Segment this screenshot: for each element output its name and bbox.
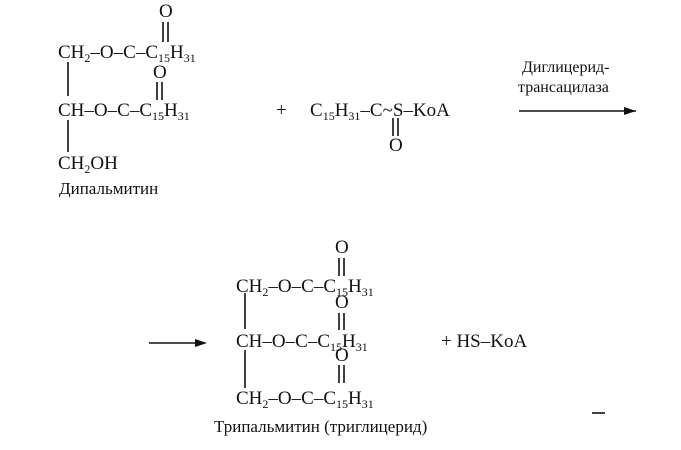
product-coa: + HS–KoA bbox=[441, 331, 528, 352]
reaction-arrowhead bbox=[624, 107, 636, 115]
reactant1-carbonyl-o-1: O bbox=[159, 1, 173, 22]
product-row2: CH–O–C–C15H31 bbox=[236, 331, 368, 354]
plus-sign-1: + bbox=[276, 100, 287, 121]
continuation-arrowhead bbox=[195, 339, 207, 347]
product-row1: CH2–O–C–C15H31 bbox=[236, 276, 374, 299]
product-carbonyl-o-1: O bbox=[335, 237, 349, 258]
enzyme-label-line1: Диглицерид- bbox=[522, 59, 610, 76]
reactant2-formula: C15H31–C~S–KoA bbox=[310, 100, 450, 123]
reactant1-row3: CH2OH bbox=[58, 153, 118, 176]
enzyme-label-line2: трансацилаза bbox=[518, 79, 609, 96]
reactant1-row2: CH–O–C–C15H31 bbox=[58, 100, 190, 123]
reactant1-name: Дипальмитин bbox=[59, 179, 159, 198]
reactant1-row1: CH2–O–C–C15H31 bbox=[58, 42, 196, 65]
product-name: Трипальмитин (триглицерид) bbox=[214, 417, 428, 436]
product-carbonyl-o-2: O bbox=[335, 292, 349, 313]
product-carbonyl-o-3: O bbox=[335, 345, 349, 366]
reactant2-carbonyl-o: O bbox=[389, 135, 403, 156]
product-row3: CH2–O–C–C15H31 bbox=[236, 388, 374, 411]
reactant1-carbonyl-o-2: O bbox=[153, 62, 167, 83]
